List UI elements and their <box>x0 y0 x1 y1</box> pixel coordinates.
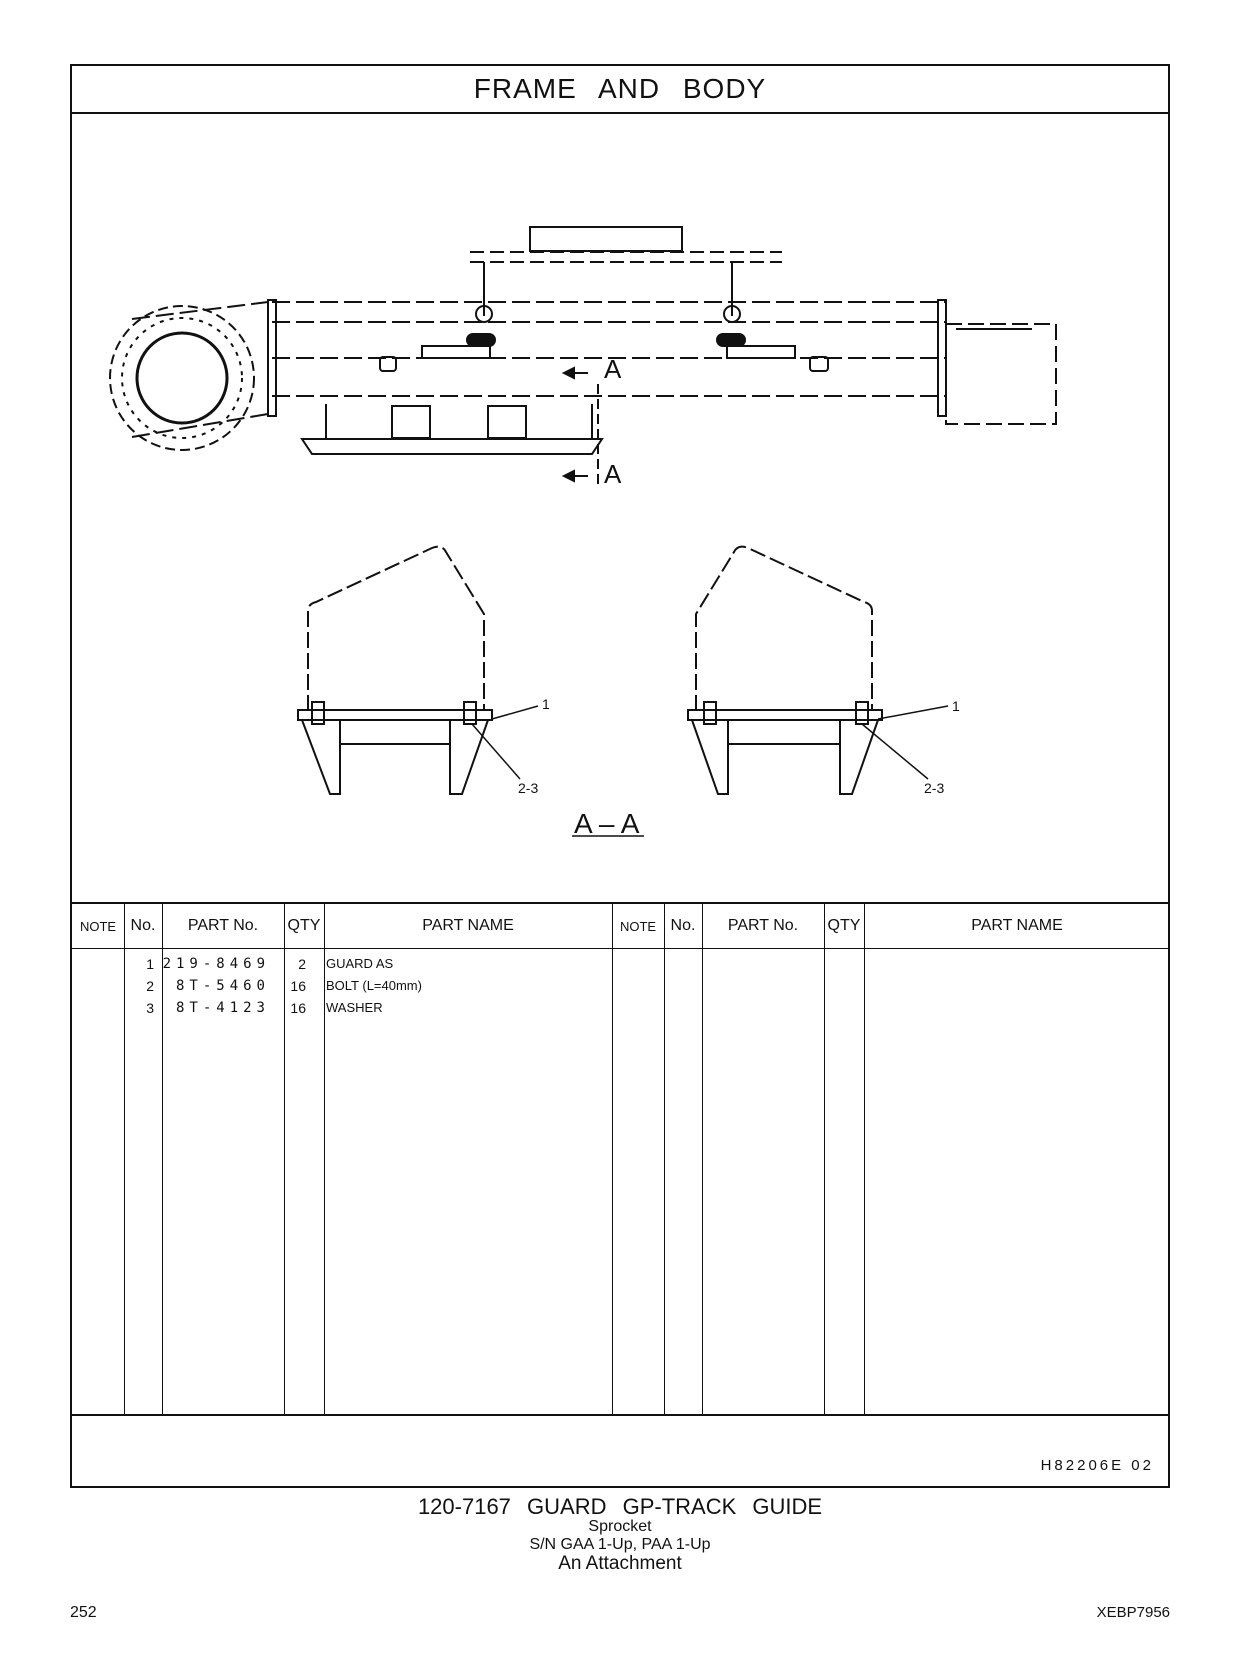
table-row: 1 219-8469 2 GUARD AS <box>72 956 1168 978</box>
table-row: 2 8T-5460 16 BOLT (L=40mm) <box>72 978 1168 1000</box>
callout-left-1: 1 <box>542 696 550 712</box>
header-part-no: PART No. <box>187 917 259 934</box>
header-note-2: NOTE <box>619 918 657 934</box>
header-part-name: PART NAME <box>422 917 514 934</box>
section-view-left <box>297 545 493 795</box>
parts-diagram: A A A – A 1 2-3 1 2-3 <box>72 114 1168 902</box>
section-title: FRAME AND BODY <box>72 66 1168 114</box>
callout-right-1: 1 <box>952 698 960 714</box>
row-quantity: 2 <box>298 956 306 972</box>
row-number: 1 <box>146 956 154 972</box>
header-no-2: No. <box>670 917 696 934</box>
header-qty-2: QTY <box>827 917 861 934</box>
section-label-top: A <box>604 354 622 384</box>
header-qty: QTY <box>287 917 321 934</box>
callout-right-2-3: 2-3 <box>924 780 945 796</box>
row-quantity: 16 <box>290 1000 306 1016</box>
parts-list-table: NOTE No. PART No. QTY PART NAME NOTE No.… <box>72 902 1168 1416</box>
track-guard-illustration <box>109 226 1057 837</box>
header-part-no-2: PART No. <box>727 917 799 934</box>
row-part-number: 8T-4123 <box>175 1000 270 1016</box>
section-view-right <box>687 545 883 795</box>
row-part-name: WASHER <box>326 1000 383 1015</box>
group-subtitle-sprocket: Sprocket <box>588 1518 652 1535</box>
row-number: 2 <box>146 978 154 994</box>
drawing-code: H82206E 02 <box>1040 1457 1154 1474</box>
row-number: 3 <box>146 1000 154 1016</box>
document-code: XEBP7956 <box>1096 1604 1170 1621</box>
header-part-name-2: PART NAME <box>971 917 1063 934</box>
row-part-name: GUARD AS <box>326 956 394 971</box>
top-plate <box>529 226 683 252</box>
parts-page-frame: FRAME AND BODY <box>70 64 1170 1488</box>
row-part-number: 8T-5460 <box>175 978 270 994</box>
serial-number-range: S/N GAA 1-Up, PAA 1-Up <box>529 1536 711 1553</box>
header-note: NOTE <box>79 918 117 934</box>
row-part-name: BOLT (L=40mm) <box>326 978 422 993</box>
callout-left-2-3: 2-3 <box>518 780 539 796</box>
section-view-label: A – A <box>574 808 640 839</box>
page-number: 252 <box>70 1604 97 1621</box>
table-row: 3 8T-4123 16 WASHER <box>72 1000 1168 1022</box>
group-title: 120-7167 GUARD GP-TRACK GUIDE <box>417 1494 823 1519</box>
row-part-number: 219-8469 <box>162 956 270 972</box>
attachment-note: An Attachment <box>558 1553 682 1574</box>
section-label-bottom: A <box>604 459 622 489</box>
header-no: No. <box>130 917 156 934</box>
row-quantity: 16 <box>290 978 306 994</box>
